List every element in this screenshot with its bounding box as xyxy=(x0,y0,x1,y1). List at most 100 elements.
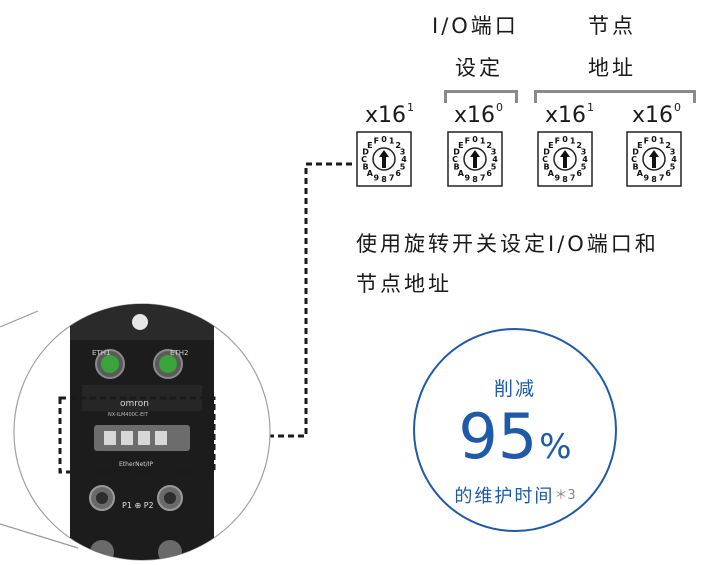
io-port-label-line1: I/O端口 xyxy=(432,14,519,38)
dial-digit: 4 xyxy=(401,155,407,164)
dial-digit: 7 xyxy=(389,173,395,182)
dial-digit: C xyxy=(452,155,458,164)
dial-arrow-icon xyxy=(560,150,570,168)
device-port-label: ETH1 xyxy=(92,349,110,357)
dial-frame xyxy=(356,131,412,187)
dial-digit: 0 xyxy=(472,135,478,144)
dial-digit: 6 xyxy=(395,169,401,178)
dial-arrow-icon xyxy=(649,150,659,168)
dial-digit: 1 xyxy=(659,137,665,146)
device-network: EtherNet/IP xyxy=(119,461,153,468)
highlight-box xyxy=(58,396,216,474)
dial-digit: F xyxy=(555,137,560,146)
device-brand: omron xyxy=(120,399,149,409)
dial-digit: 5 xyxy=(670,163,676,172)
dial-digit: 1 xyxy=(389,137,395,146)
io-port-label-line2: 设定 xyxy=(455,56,503,80)
dial-digit: 5 xyxy=(581,163,587,172)
dial-digit: D xyxy=(362,147,369,156)
multiplier-label: x160 xyxy=(454,101,504,128)
dial-digit: A xyxy=(458,169,465,178)
dial-digit: B xyxy=(453,163,459,172)
dial-digit: 3 xyxy=(491,147,497,156)
badge-number: 95 xyxy=(458,400,538,473)
dial-arrow-icon xyxy=(470,150,480,168)
dial-digit: A xyxy=(637,169,644,178)
dial-digit: 9 xyxy=(555,173,561,182)
leader-line xyxy=(0,523,79,549)
dial-digit: 6 xyxy=(665,169,671,178)
caption-line2: 节点地址 xyxy=(356,272,452,296)
dial-digit: 7 xyxy=(480,173,486,182)
dial-digit: B xyxy=(543,163,549,172)
dial-digit: B xyxy=(362,163,368,172)
dial-digit: 3 xyxy=(400,147,406,156)
maintenance-reduction-badge: 削减 95% 的维护时间＊3 xyxy=(413,328,617,532)
device-model: NX-ILM400C-EIT xyxy=(108,412,149,418)
dial-arrow-icon xyxy=(379,150,389,168)
dial-digit: 6 xyxy=(576,169,582,178)
dial-digit: E xyxy=(548,141,553,150)
caption-line1: 使用旋转开关设定I/O端口和 xyxy=(356,232,659,256)
dial-digit: 1 xyxy=(480,137,486,146)
dial-digit: 0 xyxy=(381,135,387,144)
dial-digit: F xyxy=(644,137,649,146)
dial-digit: 3 xyxy=(581,147,587,156)
dial-digit: A xyxy=(367,169,374,178)
dial-digit: 4 xyxy=(492,155,498,164)
dial-digit: 6 xyxy=(486,169,492,178)
dial-digit: 5 xyxy=(400,163,406,172)
dial-digit: 9 xyxy=(465,173,471,182)
dial-digit: F xyxy=(465,137,470,146)
dial-digit: D xyxy=(543,147,550,156)
dial-digit: 2 xyxy=(486,141,492,150)
dial-digit: 8 xyxy=(651,175,657,184)
dial-digit: A xyxy=(548,169,555,178)
dial-digit: 7 xyxy=(659,173,665,182)
dial-digit: 0 xyxy=(562,135,568,144)
device-port-label: ETH2 xyxy=(170,349,188,357)
badge-footnote: ＊3 xyxy=(554,488,576,503)
multiplier-label: x161 xyxy=(545,101,595,128)
badge-bottom-text: 的维护时间 xyxy=(454,486,555,507)
dial-digit: 1 xyxy=(570,137,576,146)
dial-digit: 5 xyxy=(491,163,497,172)
dial-digit: 4 xyxy=(582,155,588,164)
dial-digit: 8 xyxy=(381,175,387,184)
node-label-line2: 地址 xyxy=(588,56,636,80)
dial-digit: E xyxy=(367,141,372,150)
node-label-line1: 节点 xyxy=(588,14,636,38)
dial-digit: 3 xyxy=(670,147,676,156)
badge-top-text: 削减 xyxy=(493,378,536,400)
dial-digit: F xyxy=(374,137,379,146)
dial-digit: D xyxy=(453,147,460,156)
dial-digit: C xyxy=(631,155,637,164)
multiplier-label: x160 xyxy=(632,101,682,128)
dial-digit: 2 xyxy=(576,141,582,150)
dial-digit: 7 xyxy=(570,173,576,182)
dial-digit: 8 xyxy=(472,175,478,184)
leader-line xyxy=(0,310,39,328)
dial-digit: 8 xyxy=(562,175,568,184)
dial-digit: 0 xyxy=(651,135,657,144)
dial-digit: D xyxy=(632,147,639,156)
node-address-bracket xyxy=(534,90,696,103)
dial-digit: E xyxy=(458,141,463,150)
dial-digit: 4 xyxy=(671,155,677,164)
dial-digit: C xyxy=(361,155,367,164)
dial-digit: 9 xyxy=(644,173,650,182)
badge-bottom: 的维护时间＊3 xyxy=(415,482,615,508)
dial-digit: 2 xyxy=(665,141,671,150)
io-port-bracket xyxy=(444,90,518,103)
device-port-pair: P1 ⊕ P2 xyxy=(122,501,154,510)
dial-digit: C xyxy=(542,155,548,164)
device-illustration: ETH1 ETH2 omron NX-ILM400C-EIT EtherNet/… xyxy=(70,304,214,560)
dial-digit: B xyxy=(632,163,638,172)
multiplier-label: x161 xyxy=(365,101,415,128)
badge-value: 95% xyxy=(415,400,615,484)
